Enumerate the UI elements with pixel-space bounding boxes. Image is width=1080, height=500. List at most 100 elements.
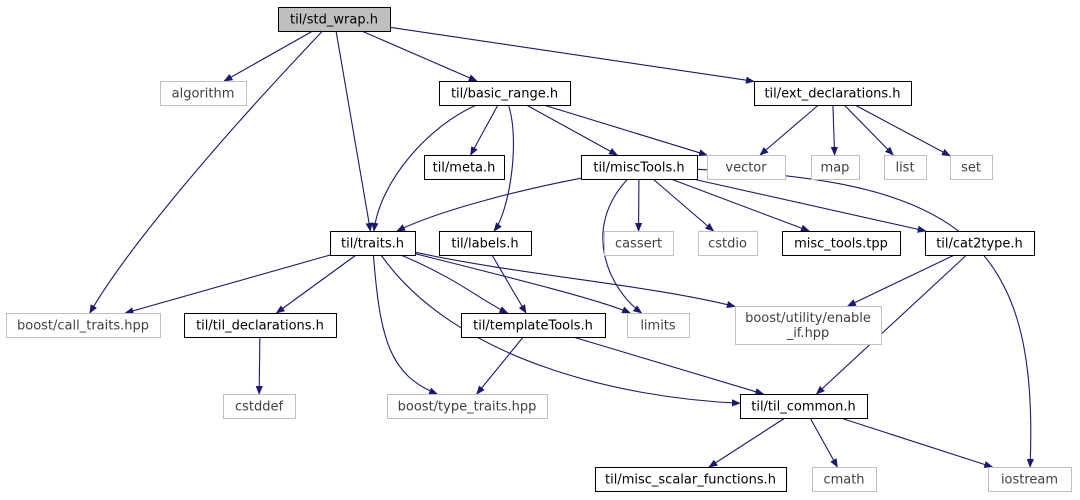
node-label: iostream <box>1001 473 1058 488</box>
edge-traits-to-til_decl <box>275 254 357 314</box>
edge-template_tools-to-boost_type <box>476 336 524 395</box>
node-list: list <box>884 155 927 180</box>
node-box <box>698 231 758 256</box>
node-label: til/cat2type.h <box>936 237 1023 252</box>
node-box <box>184 313 337 338</box>
node-box <box>439 231 532 256</box>
node-label: misc_tools.tpp <box>794 237 888 252</box>
node-box <box>782 231 901 256</box>
node-label: cstddef <box>235 400 284 415</box>
edge-misctools-to-traits <box>396 177 582 232</box>
node-box <box>581 155 698 180</box>
node-label: til/std_wrap.h <box>290 13 378 28</box>
edge-traits-to-template_tools <box>400 254 509 314</box>
node-box <box>387 394 548 419</box>
node-boost_type: boost/type_traits.hpp <box>387 394 548 419</box>
node-box <box>740 394 868 419</box>
node-til_decl[interactable]: til/til_declarations.h <box>184 313 337 338</box>
edge-basic_range-to-labels <box>493 104 514 232</box>
edge-std_wrap-to-traits <box>335 30 373 232</box>
node-box <box>223 394 296 419</box>
node-label: til/traits.h <box>341 237 404 252</box>
edge-template_tools-to-til_common <box>572 336 765 396</box>
node-box <box>604 231 674 256</box>
edge-misctools-to-limits <box>602 178 643 314</box>
edge-basic_range-to-misctools <box>526 104 618 156</box>
edge-til_decl-to-cstddef <box>255 336 263 395</box>
edge-cat2type-to-til_common <box>815 254 967 395</box>
edge-basic_range-to-traits <box>371 104 477 232</box>
edge-til_common-to-cmath <box>809 417 838 468</box>
node-misc_tpp[interactable]: misc_tools.tpp <box>782 231 901 256</box>
node-box <box>595 467 787 492</box>
node-basic_range[interactable]: til/basic_range.h <box>439 81 571 106</box>
node-meta[interactable]: til/meta.h <box>424 155 505 180</box>
node-label: limits <box>640 319 676 334</box>
nodes: til/std_wrap.h algorithm til/basic_range.h… <box>6 7 1072 492</box>
node-box <box>988 467 1072 492</box>
node-vector: vector <box>707 155 786 180</box>
edge-traits-to-limits <box>414 253 631 314</box>
node-cmath: cmath <box>812 467 877 492</box>
node-limits: limits <box>627 313 690 338</box>
node-map: map <box>811 155 860 180</box>
edge-traits-to-til_common <box>380 254 741 407</box>
node-label: til/basic_range.h <box>451 87 558 102</box>
node-label: til/til_declarations.h <box>196 319 324 334</box>
node-label: map <box>821 161 850 176</box>
node-labels[interactable]: til/labels.h <box>439 231 532 256</box>
node-box <box>330 231 416 256</box>
edge-cat2type-to-boost_enable <box>846 254 955 307</box>
node-box <box>160 81 247 106</box>
node-box <box>461 313 606 338</box>
node-label: boost/utility/enable <box>745 311 871 326</box>
node-label: set <box>961 161 981 176</box>
node-cstdio: cstdio <box>698 231 758 256</box>
edge-misctools-to-misc_tpp <box>670 178 810 232</box>
node-box <box>754 81 912 106</box>
node-label: cassert <box>615 237 662 252</box>
edge-std_wrap-to-algorithm <box>223 30 314 82</box>
node-misc_scalar[interactable]: til/misc_scalar_functions.h <box>595 467 787 492</box>
node-label: til/meta.h <box>433 161 496 176</box>
node-til_common[interactable]: til/til_common.h <box>740 394 868 419</box>
node-box <box>735 306 882 345</box>
edge-misctools-to-cstdio <box>652 178 715 232</box>
node-boost_enable: boost/utility/enable_if.hpp <box>735 306 882 345</box>
node-label: algorithm <box>172 87 235 102</box>
node-cstddef: cstddef <box>223 394 296 419</box>
node-box <box>278 7 391 32</box>
node-cat2type[interactable]: til/cat2type.h <box>925 231 1035 256</box>
node-template_tools[interactable]: til/templateTools.h <box>461 313 606 338</box>
node-label: boost/type_traits.hpp <box>398 400 537 415</box>
edge-std_wrap-to-basic_range <box>361 30 478 82</box>
edge-traits-to-boost_call <box>124 254 331 315</box>
node-std_wrap[interactable]: til/std_wrap.h <box>278 7 391 32</box>
node-misctools[interactable]: til/miscTools.h <box>581 155 698 180</box>
node-ext_decl[interactable]: til/ext_declarations.h <box>754 81 912 106</box>
node-box <box>6 313 161 338</box>
node-set: set <box>950 155 993 180</box>
node-boost_call: boost/call_traits.hpp <box>6 313 161 338</box>
edge-ext_decl-to-list <box>843 104 894 156</box>
edge-traits-to-boost_type <box>372 254 439 395</box>
node-box <box>627 313 690 338</box>
node-label: cmath <box>823 473 864 488</box>
node-label: til/miscTools.h <box>593 161 684 176</box>
node-iostream: iostream <box>988 467 1072 492</box>
node-traits[interactable]: til/traits.h <box>330 231 416 256</box>
edge-til_common-to-iostream <box>840 417 994 468</box>
edge-til_common-to-misc_scalar <box>708 417 786 468</box>
edge-ext_decl-to-vector <box>759 104 819 156</box>
edge-std_wrap-to-boost_call <box>89 30 323 314</box>
edge-basic_range-to-meta <box>470 104 499 156</box>
edge-std_wrap-to-ext_decl <box>389 26 755 84</box>
node-box <box>950 155 993 180</box>
node-box <box>811 155 860 180</box>
node-label: cstdio <box>708 237 747 252</box>
node-label: til/misc_scalar_functions.h <box>605 473 776 488</box>
edge-labels-to-template_tools <box>491 254 527 314</box>
node-label: boost/call_traits.hpp <box>17 319 149 334</box>
node-cassert: cassert <box>604 231 674 256</box>
